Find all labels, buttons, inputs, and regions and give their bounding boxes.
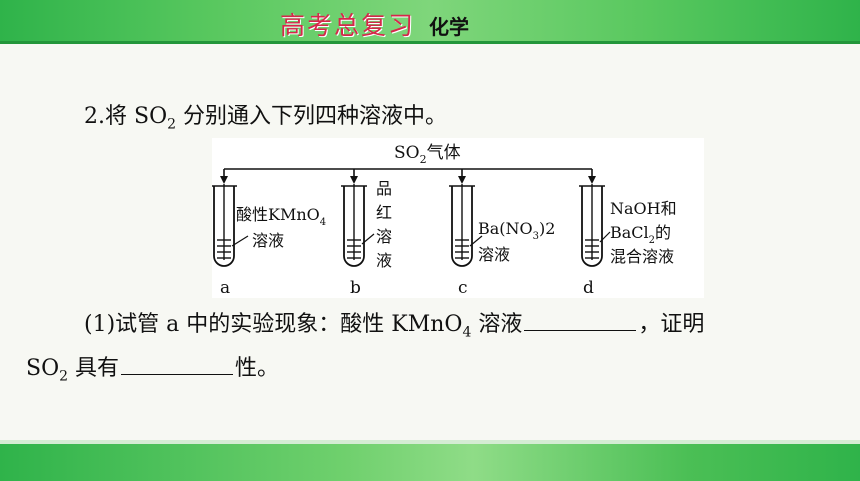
tube-a-arrow xyxy=(220,176,228,184)
tube-a-pointer xyxy=(231,235,249,247)
tube-c-label: Ba(NO3)2 溶液 xyxy=(478,219,561,264)
part1-line2-sub: 2 xyxy=(59,368,69,385)
tube-c-letter: c xyxy=(458,278,468,298)
tube-d-label: NaOH和 BaCl2的 混合溶液 xyxy=(610,199,682,266)
part1-after-blank: ，证明 xyxy=(638,312,705,337)
part1-line2-prefix: SO xyxy=(26,356,60,381)
tube-a-label: 酸性KMnO4 溶液 xyxy=(236,205,331,250)
gas-label-suffix: 气体 xyxy=(427,143,461,163)
question-intro-prefix: 将 SO xyxy=(105,104,168,129)
answer-blank-1[interactable] xyxy=(524,310,637,331)
answer-blank-2[interactable] xyxy=(121,354,234,375)
experiment-figure: SO2气体 酸性KMnO4 溶液 品 红 溶 液 Ba(NO3)2 溶液 NaO… xyxy=(212,138,704,298)
tube-c-arrow xyxy=(458,176,466,184)
gas-label: SO2气体 xyxy=(394,143,461,166)
gas-label-sub: 2 xyxy=(420,153,427,166)
gas-label-main: SO xyxy=(394,143,420,163)
tubes-group xyxy=(212,169,611,267)
tube-c-pointer xyxy=(469,235,483,247)
part1-line2-mid: 具有 xyxy=(68,356,120,381)
part1-mid: 溶液 xyxy=(471,312,523,337)
header-subject: 化学 xyxy=(429,15,470,39)
part1-line2: SO2 具有 性。 xyxy=(26,350,279,384)
tube-d-pointer xyxy=(599,231,611,243)
header-title-group: 高考总复习 化学 xyxy=(280,6,470,40)
tube-b-label: 品 红 溶 液 xyxy=(376,179,397,270)
tube-b-pointer xyxy=(361,233,375,245)
tube-d-letter: d xyxy=(583,278,594,298)
tube-b-arrow xyxy=(350,176,358,184)
tube-d-body xyxy=(581,186,603,267)
header-title: 高考总复习 xyxy=(280,11,416,40)
part1-line2-end: 性。 xyxy=(235,356,280,381)
experiment-diagram: SO2气体 酸性KMnO4 溶液 品 红 溶 液 Ba(NO3)2 溶液 NaO… xyxy=(212,143,682,298)
part1-prefix: (1)试管 a 中的实验现象：酸性 KMnO xyxy=(84,312,463,337)
question-number: 2. xyxy=(84,104,105,129)
question-intro-sub: 2 xyxy=(167,116,177,133)
question-intro-suffix: 分别通入下列四种溶液中。 xyxy=(176,104,448,129)
tube-d-arrow xyxy=(588,176,596,184)
footer-bar xyxy=(0,440,860,481)
tube-a-body xyxy=(213,186,235,267)
part1-sub: 4 xyxy=(462,324,472,341)
question-intro: 2.将 SO2 分别通入下列四种溶液中。 xyxy=(84,98,447,132)
tube-b-body xyxy=(343,186,365,267)
tube-a-letter: a xyxy=(220,278,230,298)
part1-line1: (1)试管 a 中的实验现象：酸性 KMnO4 溶液 ，证明 xyxy=(84,306,704,340)
header-bar: 高考总复习 化学 xyxy=(0,0,860,44)
tube-b-letter: b xyxy=(350,278,361,298)
tube-c-body xyxy=(451,186,473,267)
